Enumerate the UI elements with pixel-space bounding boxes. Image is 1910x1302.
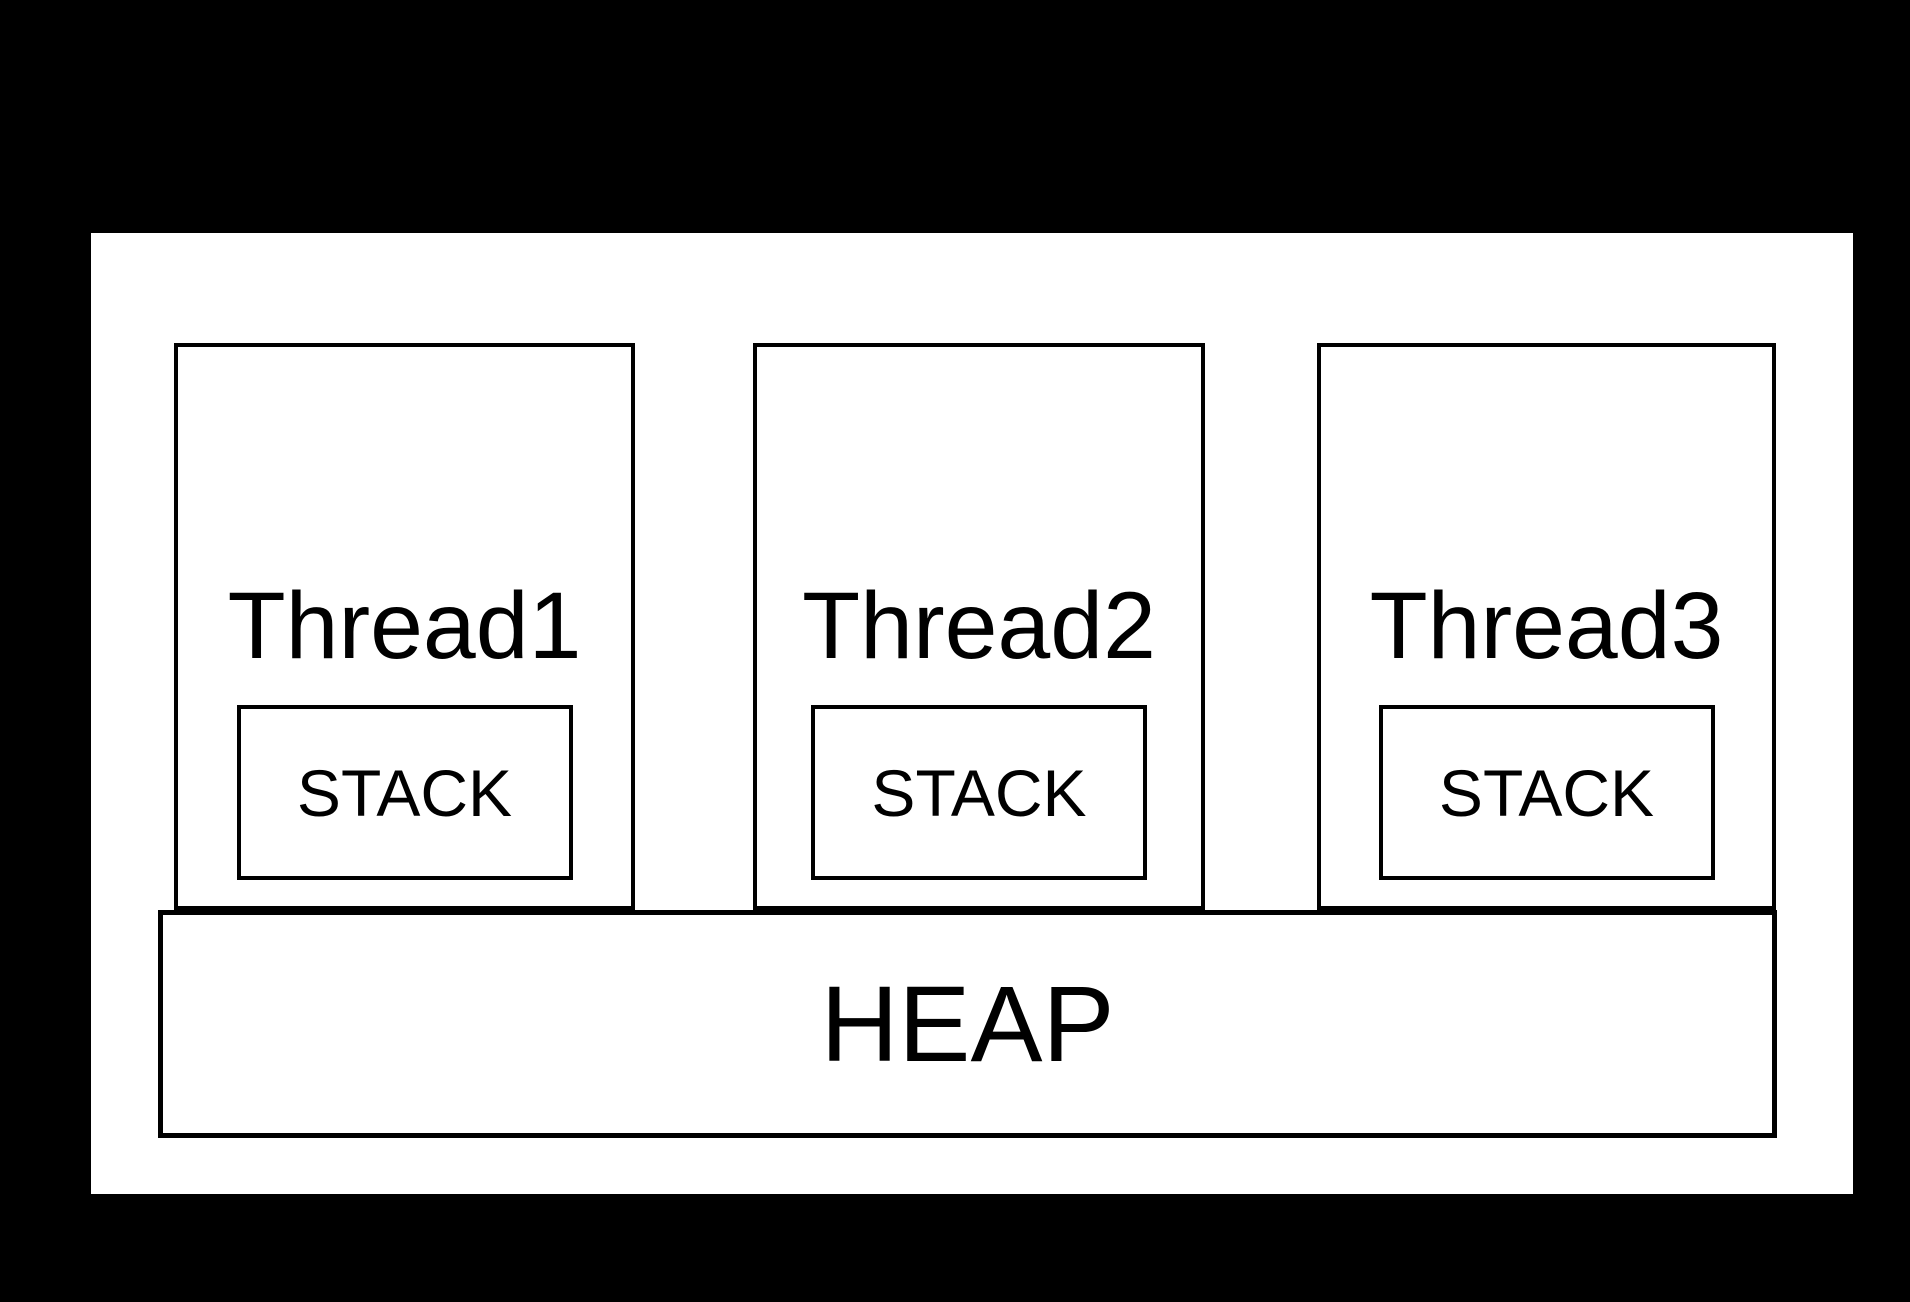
thread-box-1: Thread1 STACK (174, 343, 635, 910)
stack-label-1: STACK (296, 755, 513, 830)
heap-label: HEAP (820, 963, 1115, 1084)
stack-label-2: STACK (871, 755, 1087, 830)
stack-label-3: STACK (1438, 755, 1655, 830)
thread-label-2: Thread2 (802, 573, 1156, 679)
heap-box: HEAP (158, 910, 1777, 1138)
stack-box-2: STACK (811, 705, 1147, 880)
stack-box-1: STACK (236, 705, 573, 880)
thread-box-2: Thread2 STACK (753, 343, 1205, 910)
thread-label-1: Thread1 (227, 573, 582, 679)
thread-label-3: Thread3 (1369, 573, 1724, 679)
stack-box-3: STACK (1378, 705, 1715, 880)
thread-box-3: Thread3 STACK (1317, 343, 1776, 910)
memory-diagram-panel: Thread1 STACK Thread2 STACK Thread3 STAC… (91, 233, 1853, 1194)
